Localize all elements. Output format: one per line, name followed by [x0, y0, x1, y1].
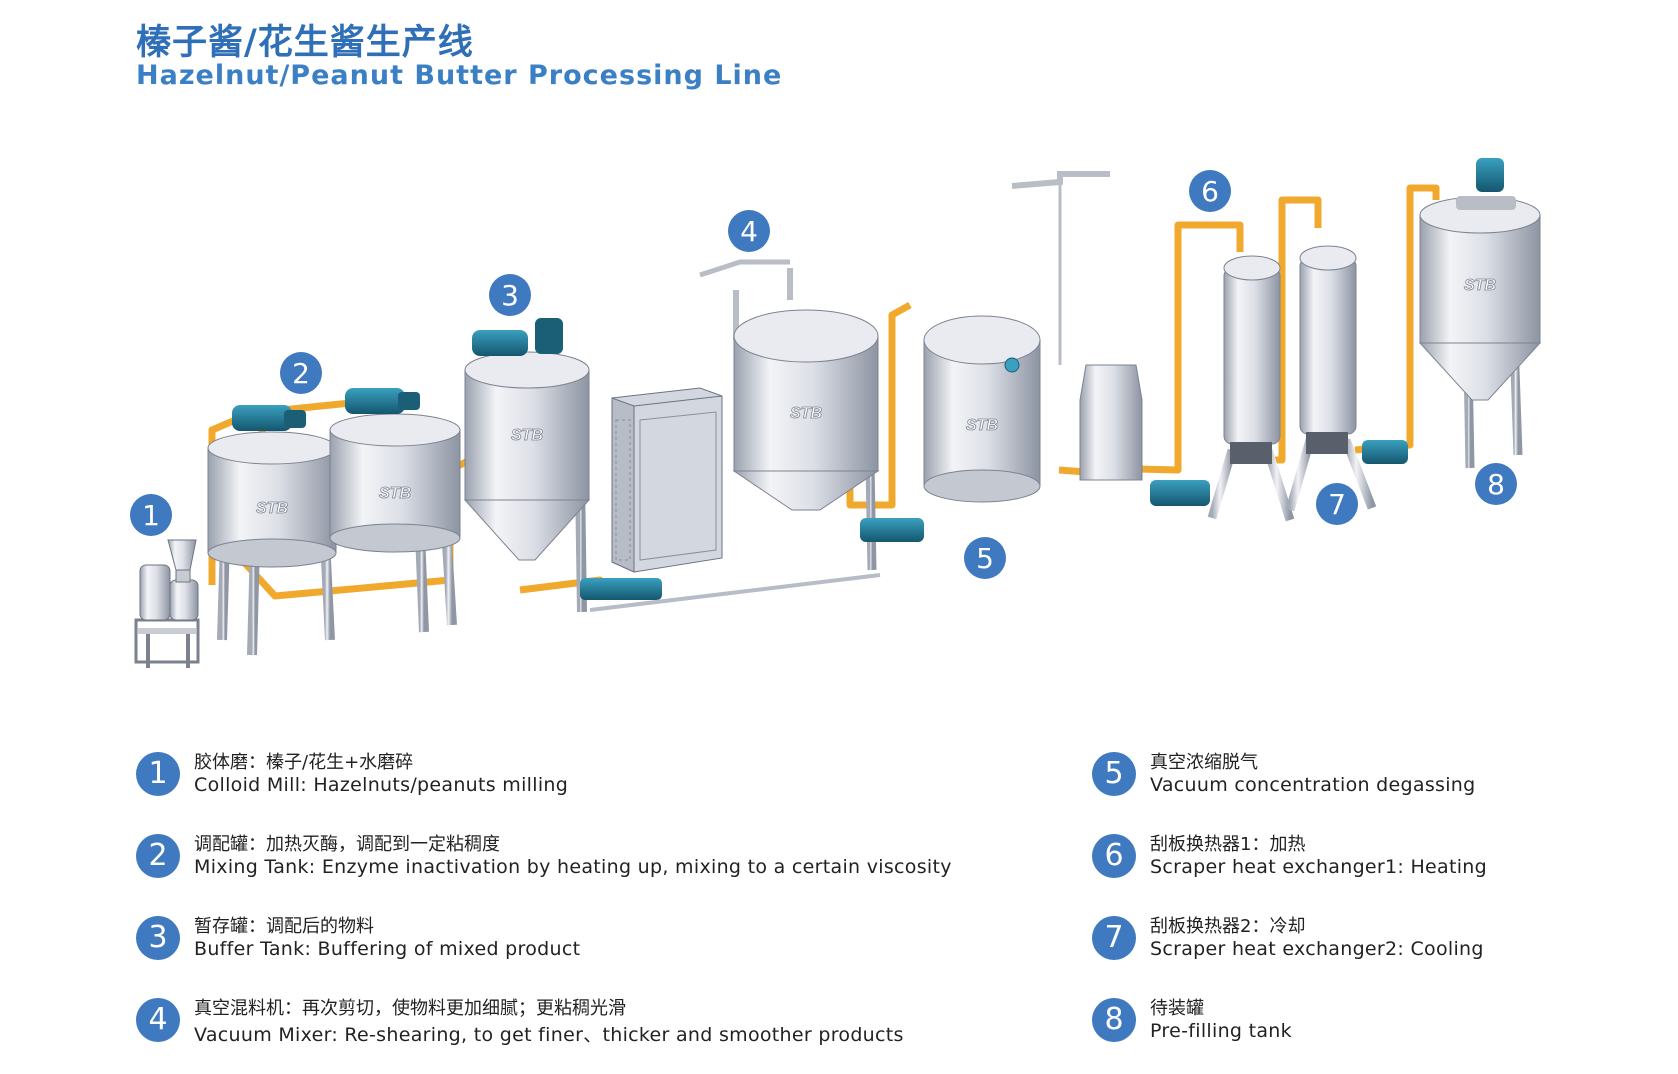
- vacuum-mixer: STB: [580, 259, 924, 612]
- legend-en-text: Scraper heat exchanger2: Cooling: [1150, 938, 1484, 960]
- page-title-en: Hazelnut/Peanut Butter Processing Line: [136, 60, 783, 91]
- tank-logo: STB: [790, 405, 822, 422]
- tank-logo: STB: [966, 417, 998, 434]
- badge-8: 8: [1475, 463, 1517, 505]
- badge-3: 3: [489, 274, 531, 316]
- tank-logo: STB: [379, 485, 411, 502]
- colloid-mill: [134, 539, 200, 668]
- legend-en-text: Pre-filling tank: [1150, 1020, 1292, 1042]
- buffer-tank: STB: [463, 318, 591, 625]
- legend-cn-text: 暂存罐：调配后的物料: [194, 916, 374, 937]
- legend-cn-text: 刮板换热器1：加热: [1150, 834, 1306, 855]
- legend-number: 8: [1092, 998, 1136, 1042]
- legend-number: 3: [136, 916, 180, 960]
- legend-en-text: Mixing Tank: Enzyme inactivation by heat…: [194, 856, 952, 878]
- tank-logo: STB: [256, 500, 288, 517]
- legend-cn-text: 待装罐: [1150, 998, 1204, 1019]
- control-cabinet: [611, 387, 723, 573]
- legend-en-text: Scraper heat exchanger1: Heating: [1150, 856, 1488, 878]
- badge-7: 7: [1316, 483, 1358, 525]
- tank-logo: STB: [1464, 277, 1496, 294]
- legend-number: 2: [136, 834, 180, 878]
- svg-text:4: 4: [740, 215, 758, 248]
- page-title-cn: 榛子酱/花生酱生产线: [136, 23, 474, 63]
- badge-1: 1: [130, 494, 172, 536]
- svg-text:3: 3: [501, 279, 519, 312]
- pre-filling-tank: STB: [1418, 158, 1542, 469]
- legend-number: 4: [136, 998, 180, 1042]
- legend-cn-text: 胶体磨：榛子/花生+水磨碎: [194, 752, 414, 773]
- legend-cn-text: 真空混料机：再次剪切，使物料更加细腻；更粘稠光滑: [194, 998, 626, 1019]
- legend-cn-text: 刮板换热器2：冷却: [1150, 916, 1306, 937]
- scraper-heat-exchanger-2: [1285, 245, 1408, 512]
- badge-6: 6: [1189, 170, 1231, 212]
- legend-cn-text: 真空浓缩脱气: [1150, 752, 1258, 773]
- tank-logo: STB: [511, 427, 543, 444]
- legend-number: 6: [1092, 834, 1136, 878]
- vacuum-concentrator: STB: [923, 168, 1210, 560]
- scraper-heat-exchanger-1: [1207, 255, 1295, 522]
- svg-text:7: 7: [1328, 488, 1346, 521]
- badge-2: 2: [280, 352, 322, 394]
- legend-number: 1: [136, 752, 180, 796]
- badge-5: 5: [964, 537, 1006, 579]
- legend-en-text: Buffer Tank: Buffering of mixed product: [194, 938, 581, 960]
- mixing-tank-b: STB: [329, 388, 461, 640]
- svg-text:1: 1: [142, 499, 160, 532]
- legend-number: 5: [1092, 752, 1136, 796]
- badge-4: 4: [728, 210, 770, 252]
- svg-text:5: 5: [976, 542, 994, 575]
- legend-en-text: Vacuum concentration degassing: [1150, 774, 1476, 796]
- legend-cn-text: 调配罐：加热灭酶，调配到一定粘稠度: [194, 834, 500, 855]
- processing-line-diagram: STB STB STB: [130, 158, 1542, 668]
- svg-text:2: 2: [292, 357, 310, 390]
- svg-text:6: 6: [1201, 175, 1219, 208]
- legend-en-text: Vacuum Mixer: Re-shearing, to get finer、…: [194, 1024, 904, 1046]
- svg-text:8: 8: [1487, 468, 1505, 501]
- legend-number: 7: [1092, 916, 1136, 960]
- legend-en-text: Colloid Mill: Hazelnuts/peanuts milling: [194, 774, 569, 796]
- mixing-tank-a: STB: [207, 405, 337, 656]
